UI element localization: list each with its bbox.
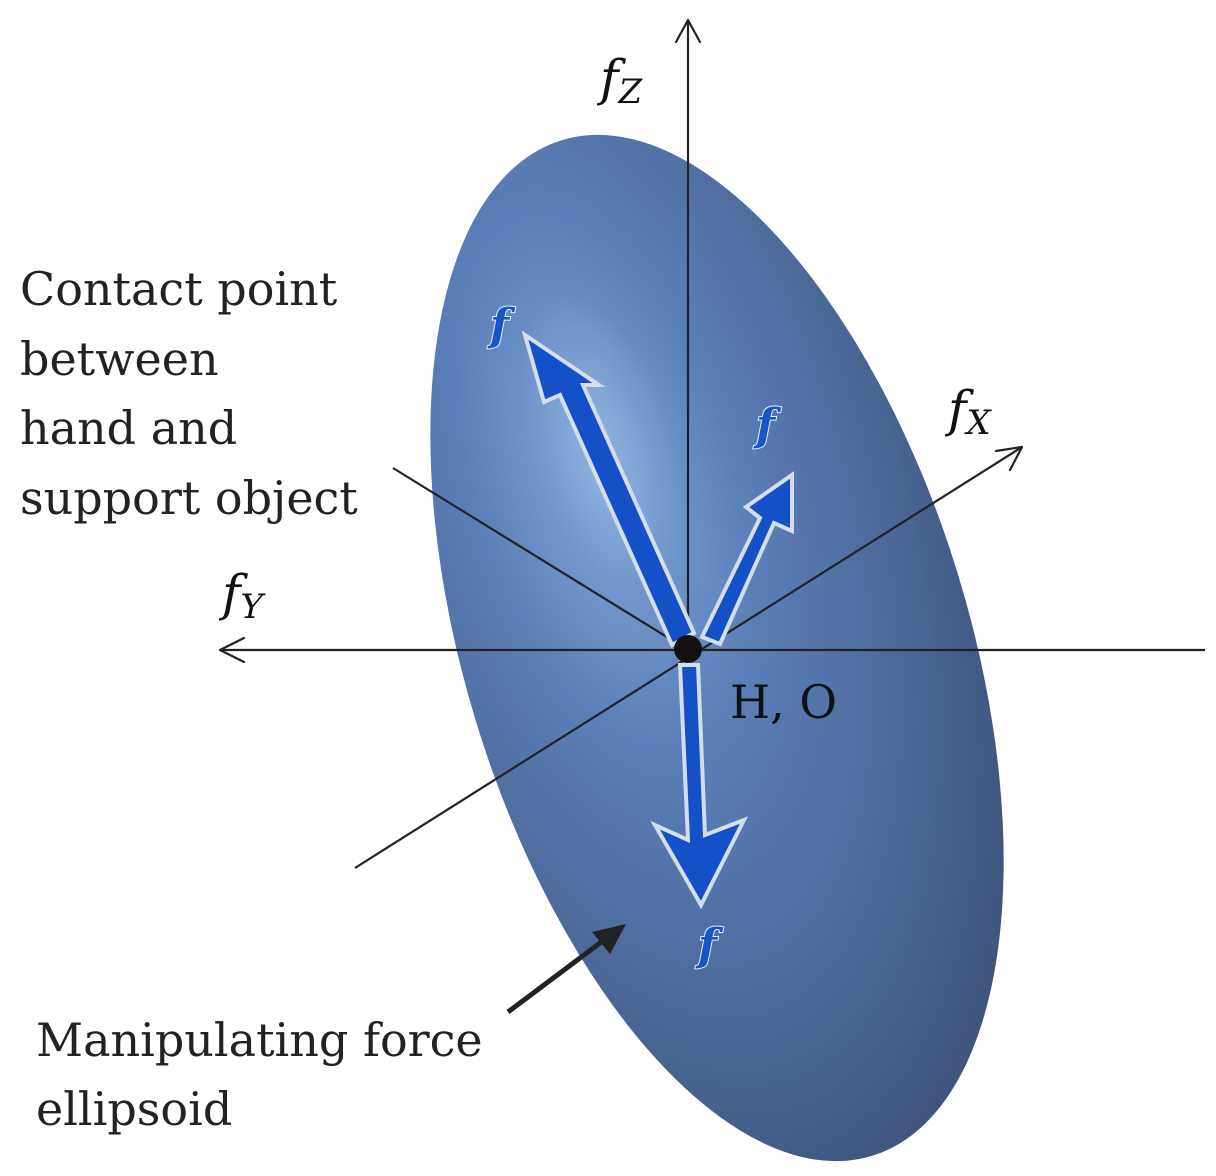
axis-label-z: fZ [596, 49, 644, 112]
axis-label-y: fY [218, 564, 267, 627]
force-arrow-upper-right [699, 471, 794, 647]
contact-point-annotation: Contact point between hand and support o… [20, 262, 358, 525]
ellipsoid-pointer-arrow [506, 924, 626, 1014]
z-axis [674, 18, 702, 650]
origin-label: H, O [730, 675, 837, 729]
axis-label-x: fX [944, 380, 993, 443]
force-arrow-down [650, 663, 749, 910]
force-arrow-upper-left [521, 330, 697, 648]
origin-point [674, 635, 702, 663]
y-axis [218, 636, 1205, 664]
ellipsoid-annotation: Manipulating force ellipsoid [36, 1013, 497, 1136]
contact-point-leader [392, 467, 689, 651]
